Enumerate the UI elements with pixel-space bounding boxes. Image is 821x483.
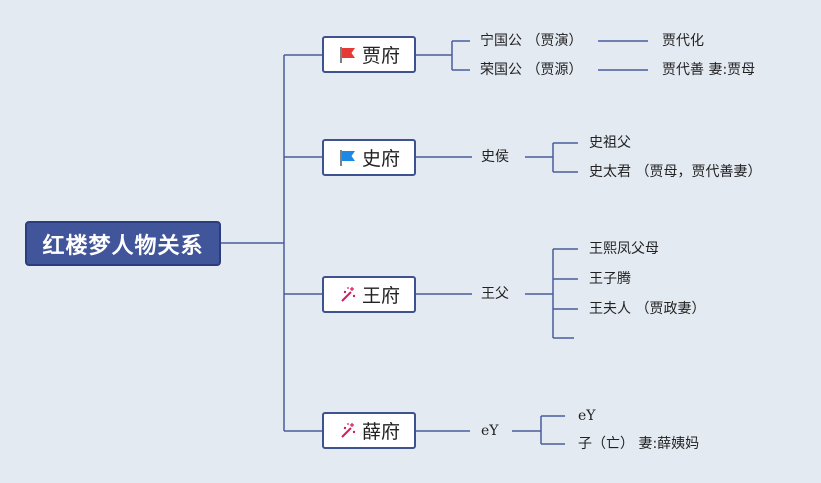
house-node-xue[interactable]: 薛府 [322, 412, 416, 449]
connector-wang-children [525, 248, 578, 339]
node-shizufu[interactable]: 史祖父 [589, 135, 631, 151]
red-flag-icon [338, 45, 358, 65]
house-node-shi[interactable]: 史府 [322, 139, 416, 176]
node-xue-head[interactable]: eY [481, 423, 499, 439]
house-label-jia: 贾府 [361, 45, 400, 67]
sparkle-icon [338, 421, 358, 441]
node-xue-child-1[interactable]: eY [578, 408, 596, 424]
root-node[interactable]: 红楼梦人物关系 [25, 221, 221, 266]
blue-flag-icon [338, 148, 358, 168]
node-wangxifeng-parents[interactable]: 王熙凤父母 [589, 241, 659, 257]
house-label-shi: 史府 [361, 148, 400, 170]
house-node-jia[interactable]: 贾府 [322, 36, 416, 73]
connector-shi-children [525, 142, 578, 173]
house-node-wang[interactable]: 王府 [322, 276, 416, 313]
node-shihou[interactable]: 史侯 [481, 149, 509, 165]
node-wangfu[interactable]: 王父 [481, 286, 509, 302]
sparkle-icon [338, 285, 358, 305]
connector-jia-children [598, 40, 648, 71]
connector-jia-branches [416, 40, 470, 71]
node-jiadaishan[interactable]: 贾代善 妻:贾母 [662, 62, 756, 78]
node-wangziteng[interactable]: 王子腾 [589, 271, 631, 287]
connector-xue-children [512, 415, 565, 445]
node-wangfuren[interactable]: 王夫人 （贾政妻） [589, 301, 706, 317]
house-label-wang: 王府 [361, 285, 400, 307]
branch-ningguogong[interactable]: 宁国公 （贾演） [480, 33, 583, 49]
node-shitaijun[interactable]: 史太君 （贾母，贾代善妻） [589, 164, 762, 180]
house-label-xue: 薛府 [361, 421, 400, 443]
node-jiadaihua[interactable]: 贾代化 [662, 33, 704, 49]
branch-rongguogong[interactable]: 荣国公 （贾源） [480, 62, 583, 78]
node-xue-child-2[interactable]: 子（亡） 妻:薛姨妈 [578, 436, 700, 452]
